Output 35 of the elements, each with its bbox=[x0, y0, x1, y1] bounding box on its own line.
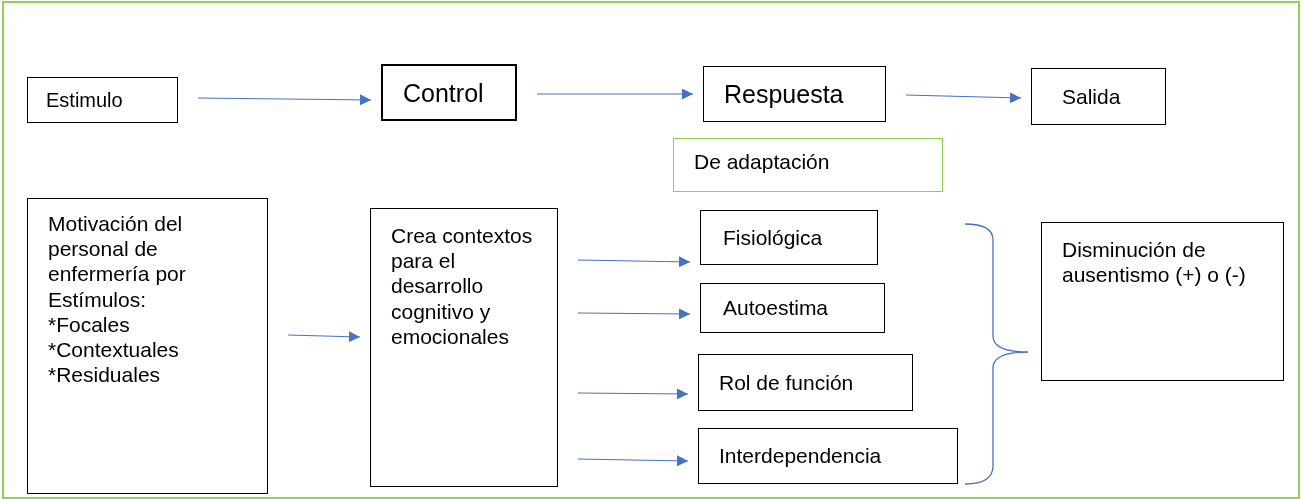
arrow bbox=[905, 92, 1022, 104]
box-text: Respuesta bbox=[724, 79, 845, 109]
process-box bbox=[673, 138, 943, 192]
box-text: Salida bbox=[1062, 83, 1122, 110]
arrow bbox=[577, 455, 689, 467]
box-text: Interdependencia bbox=[719, 443, 883, 469]
box-text: *Residuales bbox=[48, 362, 162, 388]
arrow bbox=[577, 256, 691, 268]
box-text: *Focales bbox=[48, 311, 131, 337]
box-text: Rol de función bbox=[719, 369, 855, 396]
box-text: Crea contextos para el desarrollo cognitivo y emocionales bbox=[391, 223, 534, 349]
box-text: *Contextuales bbox=[48, 336, 180, 363]
process-box bbox=[381, 64, 517, 121]
box-text: De adaptación bbox=[694, 149, 831, 175]
box-text: Control bbox=[403, 77, 485, 108]
arrow bbox=[197, 94, 372, 106]
arrow bbox=[577, 388, 689, 400]
arrow bbox=[536, 88, 694, 100]
box-text: Autoestima bbox=[723, 295, 830, 321]
arrow bbox=[287, 331, 361, 343]
box-text: Disminución de ausentismo (+) o (-) bbox=[1062, 237, 1247, 288]
process-box bbox=[370, 208, 558, 487]
process-box bbox=[700, 210, 878, 265]
process-box bbox=[1031, 68, 1166, 125]
box-text: Estimulo bbox=[46, 88, 124, 112]
process-box bbox=[703, 66, 886, 122]
process-box bbox=[27, 77, 178, 123]
box-text: Motivación del personal de enfermería por Estímulos: bbox=[48, 211, 187, 312]
arrow bbox=[577, 308, 691, 320]
box-text: Fisiológica bbox=[723, 224, 824, 251]
process-box bbox=[700, 283, 885, 333]
process-box bbox=[27, 198, 268, 494]
process-box bbox=[698, 428, 958, 484]
process-box bbox=[698, 354, 913, 411]
process-box bbox=[1041, 222, 1284, 381]
